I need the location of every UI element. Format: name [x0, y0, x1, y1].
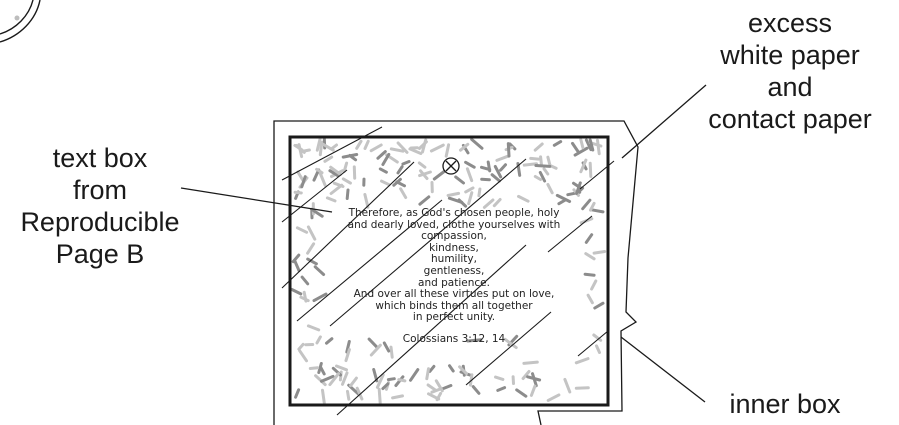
sprinkle [548, 157, 550, 164]
sprinkle [594, 252, 605, 254]
sprinkle [536, 166, 550, 167]
sprinkle [393, 396, 403, 398]
sprinkle [531, 158, 539, 159]
sprinkle [391, 347, 392, 357]
sprinkle [302, 150, 310, 152]
sprinkle [508, 144, 509, 157]
sprinkle [479, 189, 480, 196]
sprinkle [488, 162, 490, 171]
label-excess-paper: excess white paper and contact paper [680, 7, 899, 135]
label-line: inner box [705, 388, 865, 420]
sprinkle [590, 163, 591, 176]
sprinkle [388, 379, 394, 380]
circle-fragment [0, 0, 40, 42]
verse-line: gentleness, [318, 266, 590, 278]
label-line: from [0, 174, 200, 206]
verse-text-box: Therefore, as God's chosen people, holy … [318, 208, 590, 346]
sprinkle [427, 369, 429, 379]
sprinkle [295, 192, 301, 193]
label-line: excess [680, 7, 899, 39]
sprinkle [399, 380, 405, 381]
label-line: Reproducible [0, 206, 200, 238]
sprinkle [598, 140, 600, 153]
sprinkle [348, 391, 349, 399]
label-line: contact paper [680, 103, 899, 135]
label-line: text box [0, 142, 200, 174]
sprinkle [310, 368, 317, 369]
label-line: and [680, 71, 899, 103]
label-inner-box: inner box [705, 388, 865, 420]
label-text-box: text box from Reproducible Page B [0, 142, 200, 270]
label-line: Page B [0, 238, 200, 270]
verse-line: And over all these virtues put on love, [318, 289, 590, 301]
sprinkle [581, 140, 583, 148]
circled-x-icon [443, 158, 459, 174]
sprinkle [541, 157, 542, 164]
sprinkle [323, 390, 325, 403]
verse-line: in perfect unity. [318, 312, 590, 324]
sprinkle [379, 389, 380, 403]
sprinkle [448, 193, 459, 195]
leader-line-inner-box [621, 337, 705, 402]
verse-reference: Colossians 3:12, 14 [318, 334, 590, 346]
circle-fragment-dot [15, 16, 20, 21]
label-line: white paper [680, 39, 899, 71]
sprinkle [524, 362, 537, 363]
verse-line: Therefore, as God's chosen people, holy [318, 208, 590, 220]
sprinkle [482, 179, 490, 180]
sprinkle [347, 190, 348, 199]
